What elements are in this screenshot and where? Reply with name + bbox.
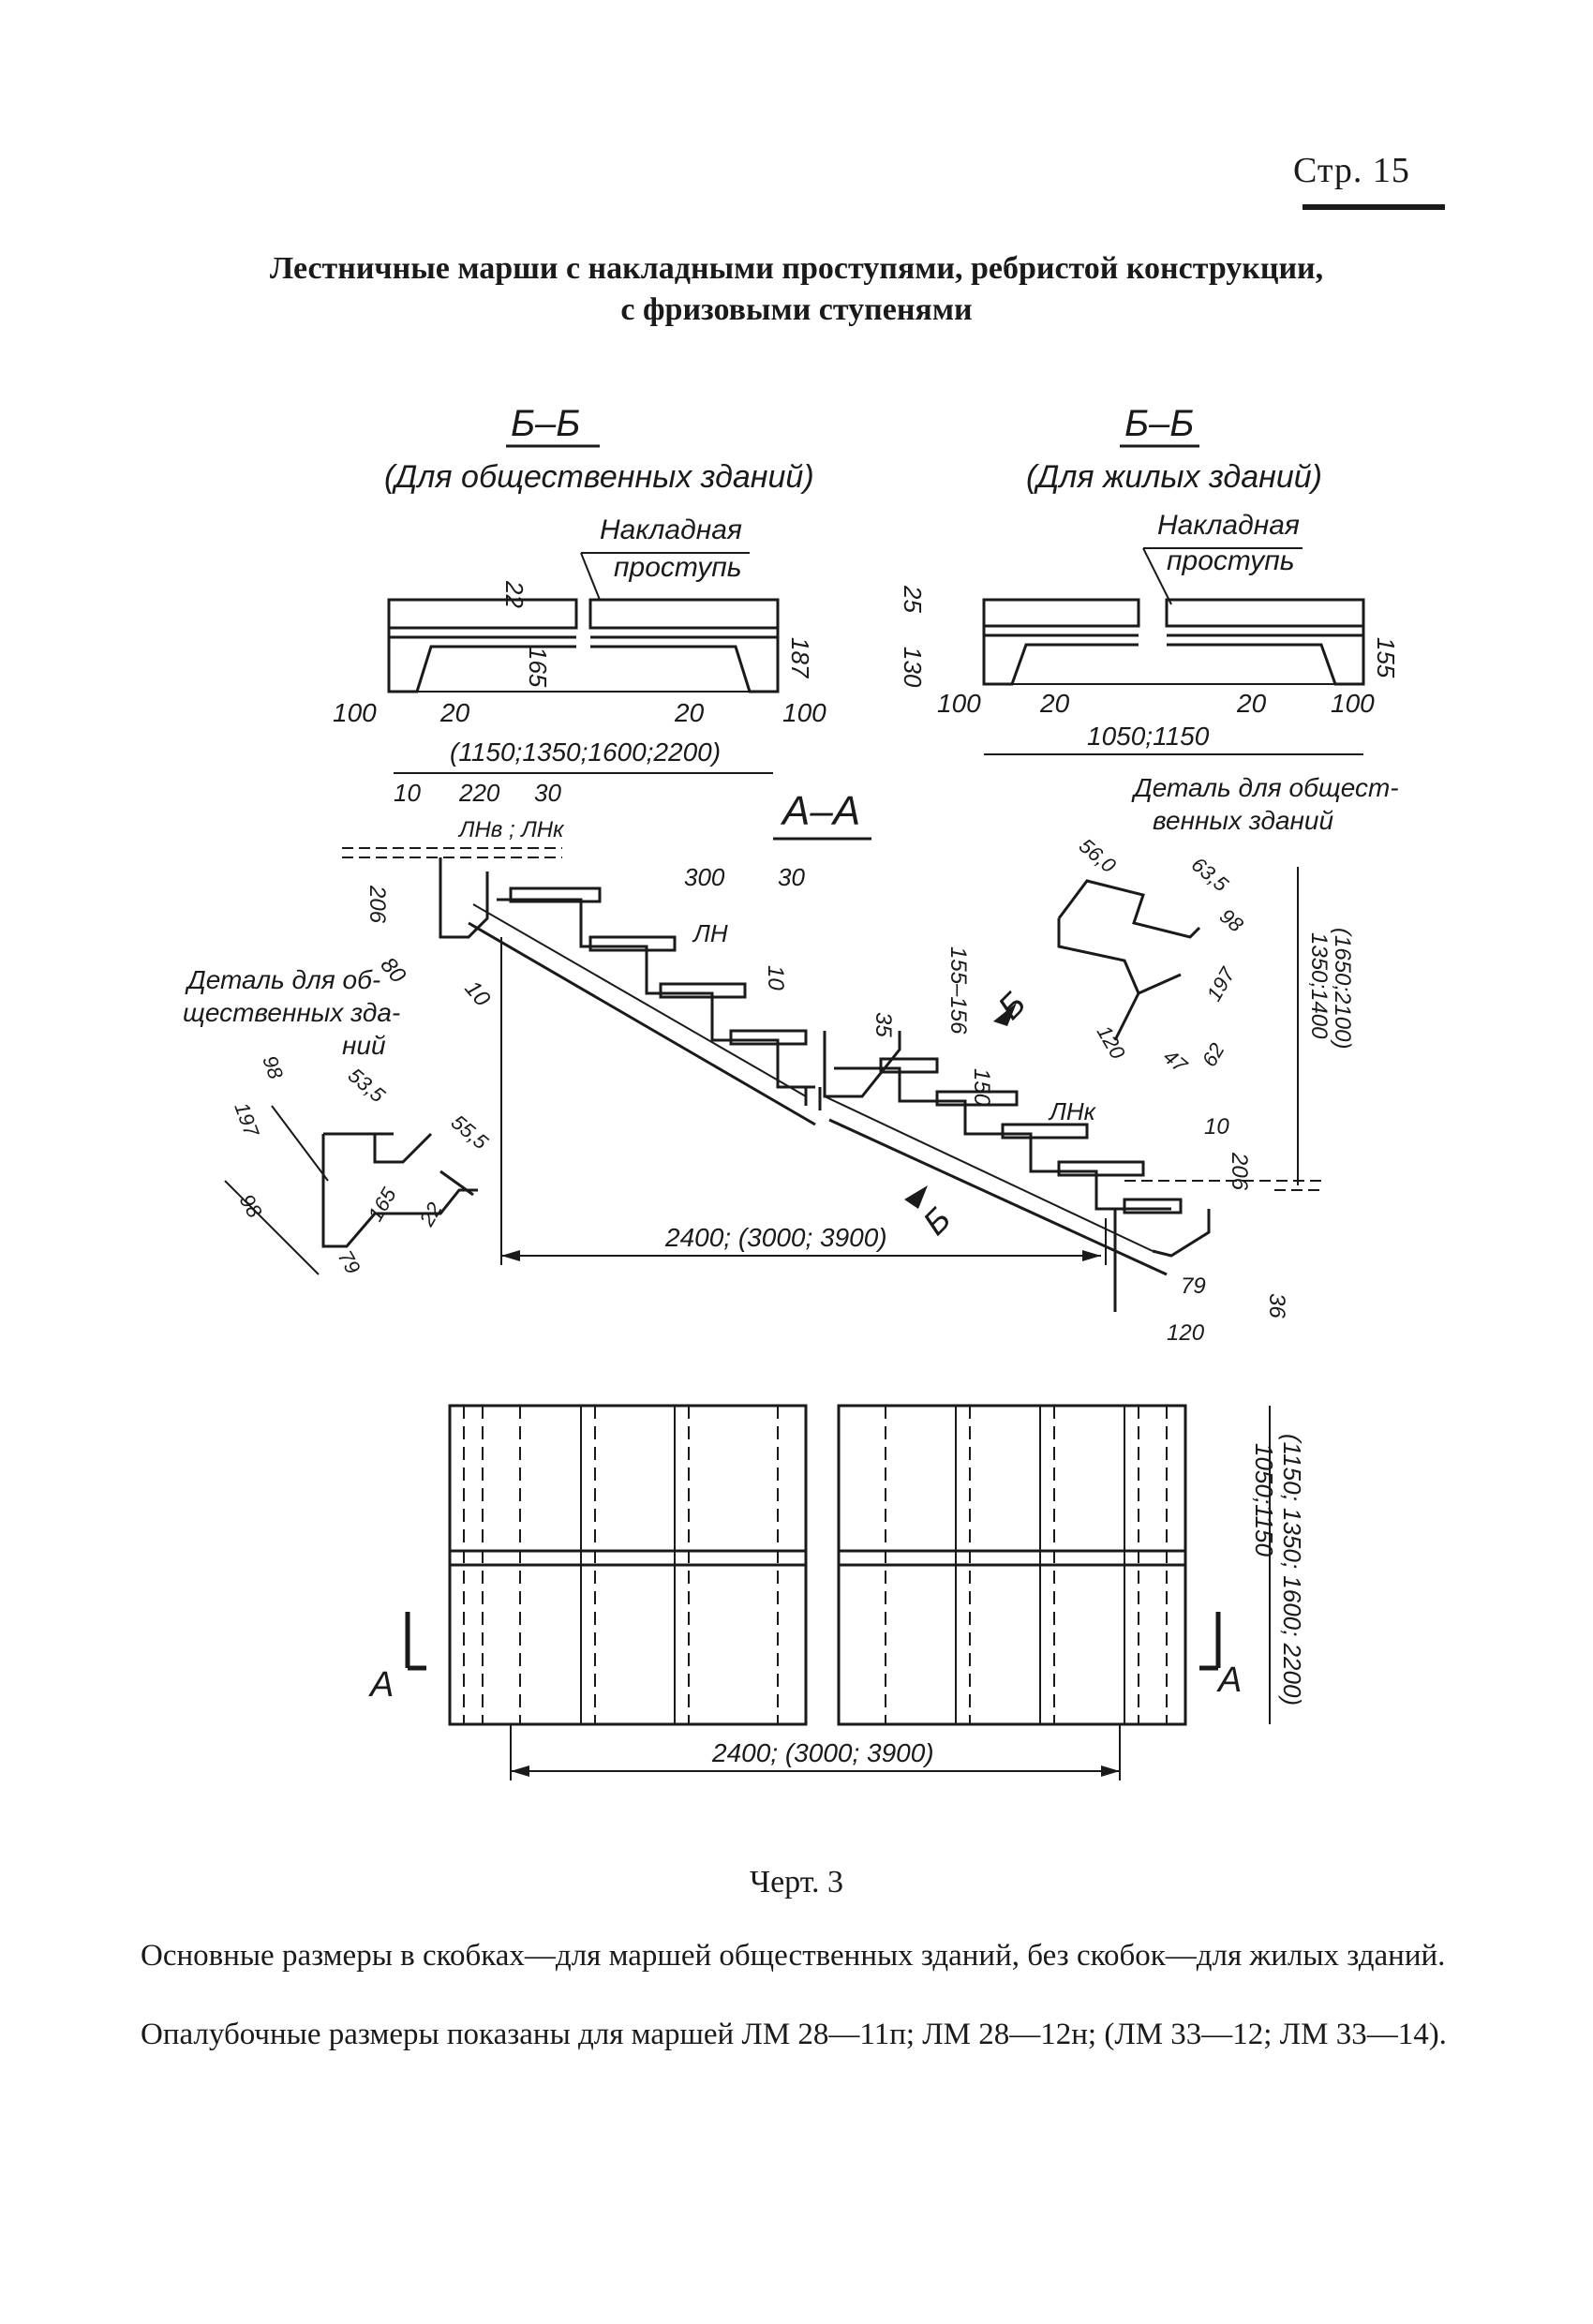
dim-aa-300: 300 (684, 863, 725, 891)
detail-right-98: 98 (1215, 904, 1248, 937)
dim-bb-res-20-right: 20 (1236, 689, 1267, 718)
overlay-tread-label-public-1: Накладная (600, 514, 742, 545)
dim-aa-35: 35 (871, 1012, 896, 1037)
detail-left-22: 22 (414, 1199, 446, 1231)
dim-aa-206-right: 206 (1227, 1152, 1252, 1191)
dim-aa-30: 30 (534, 779, 561, 807)
dim-bb-public-187: 187 (786, 637, 814, 679)
detail-left-79: 79 (334, 1246, 365, 1278)
page-number: Стр. 15 (1293, 151, 1410, 190)
detail-right-47: 47 (1159, 1045, 1192, 1078)
figure-caption: Черт. 3 (749, 1865, 844, 1899)
detail-left-98: 98 (258, 1052, 288, 1082)
plan-dim-span: 2400; (3000; 3900) (711, 1738, 934, 1767)
dim-aa-30b: 30 (778, 863, 805, 891)
dim-bb-res-130: 130 (899, 647, 927, 688)
section-marker-a-right: А (1216, 1661, 1242, 1700)
detail-left-53-5: 53,5 (344, 1064, 390, 1108)
dim-bb-res-100-right: 100 (1331, 689, 1375, 718)
detail-left-197: 197 (230, 1099, 263, 1140)
dim-aa-120: 120 (1167, 1320, 1205, 1346)
section-marker-a-left: А (368, 1665, 394, 1705)
section-bb-public-label: Б–Б (511, 403, 580, 444)
dim-bb-res-width: 1050;1150 (1087, 722, 1210, 751)
dim-aa-10b: 10 (763, 965, 788, 991)
note-formwork-dimensions: Опалубочные размеры показаны для маршей … (141, 2018, 1447, 2051)
detail-left-caption-3: ний (342, 1031, 386, 1060)
dim-aa-10: 10 (394, 779, 421, 807)
detail-left-caption-1: Деталь для об- (185, 965, 380, 994)
dim-bb-public-165: 165 (524, 647, 552, 688)
plan-dim-width-public: (1150; 1350; 1600; 2200) (1278, 1434, 1306, 1706)
dim-aa-span: 2400; (3000; 3900) (664, 1223, 887, 1252)
section-bb-residential-label: Б–Б (1124, 403, 1194, 444)
dim-aa-150: 150 (969, 1068, 994, 1107)
overlay-tread-label-res-2: проступь (1167, 545, 1295, 576)
dim-bb-public-20-right: 20 (674, 698, 705, 727)
note-main-dimensions: Основные размеры в скобках—для маршей об… (141, 1939, 1446, 1973)
detail-right-56: 56,0 (1075, 834, 1121, 878)
dim-aa-155-156: 155–156 (945, 946, 971, 1035)
dim-bb-res-100-left: 100 (937, 689, 981, 718)
dim-height-1650-2100: (1650;2100) (1330, 928, 1355, 1049)
detail-right-62: 62 (1198, 1039, 1229, 1071)
label-lnv-lnk: ЛНв ; ЛНк (457, 817, 565, 842)
page-number-rule (1303, 204, 1445, 210)
section-aa-label: А–А (780, 788, 860, 834)
dim-bb-public-100-right: 100 (782, 698, 826, 727)
dim-bb-res-25: 25 (899, 585, 927, 613)
plan-dim-width-res: 1050;1150 (1250, 1443, 1278, 1557)
detail-right-63-5: 63,5 (1187, 853, 1233, 897)
detail-right-197: 197 (1202, 963, 1240, 1006)
title-line-1: Лестничные марши с накладными проступями… (269, 251, 1324, 286)
detail-right-120: 120 (1093, 1021, 1130, 1064)
dim-bb-public-22: 22 (500, 580, 529, 608)
dim-aa-10d: 10 (459, 976, 495, 1012)
section-bb-public-caption: (Для общественных зданий) (384, 459, 814, 495)
section-bb-residential-caption: (Для жилых зданий) (1026, 459, 1322, 495)
dim-aa-206-left: 206 (365, 885, 390, 924)
label-ln: ЛН (692, 919, 728, 947)
section-marker-b-lower: Б (916, 1199, 959, 1243)
dim-bb-res-20-left: 20 (1039, 689, 1070, 718)
detail-right-caption-2: венных зданий (1153, 806, 1334, 835)
dim-bb-public-20-left: 20 (439, 698, 470, 727)
detail-left-caption-2: щественных зда- (183, 998, 400, 1027)
detail-left-55-5: 55,5 (447, 1110, 493, 1155)
detail-right-caption-1: Деталь для общест- (1131, 773, 1399, 802)
dim-height-1350-1400: 1350;1400 (1306, 932, 1332, 1039)
dim-aa-220: 220 (458, 779, 500, 807)
overlay-tread-label-public-2: проступь (614, 552, 742, 583)
dim-aa-36: 36 (1264, 1293, 1289, 1318)
label-lnk: ЛНк (1048, 1097, 1097, 1125)
dim-bb-res-155: 155 (1372, 637, 1400, 678)
dim-bb-public-100-left: 100 (333, 698, 377, 727)
title-line-2: с фризовыми ступенями (620, 292, 973, 327)
dim-aa-79: 79 (1181, 1274, 1206, 1299)
dim-aa-10c: 10 (1204, 1114, 1229, 1140)
dim-bb-public-width: (1150;1350;1600;2200) (450, 737, 721, 767)
overlay-tread-label-res-1: Накладная (1157, 510, 1300, 541)
